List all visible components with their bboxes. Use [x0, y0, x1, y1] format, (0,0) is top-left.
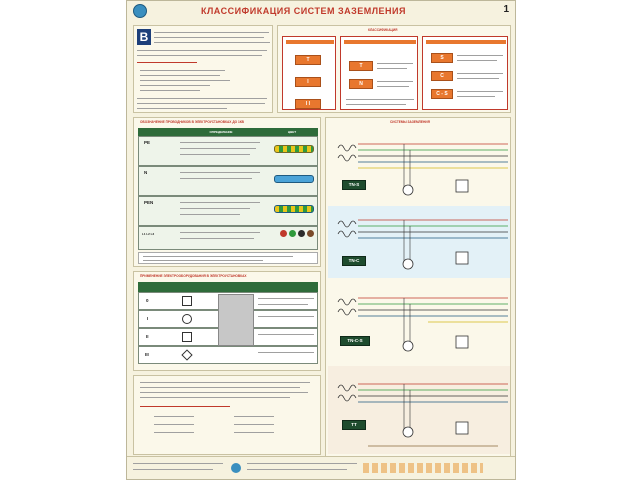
- conductor-code-pen: PEN: [144, 200, 154, 205]
- device-grey-block: [218, 294, 254, 346]
- tt-svg: [337, 383, 508, 447]
- tn-s-diagram: TN-S: [328, 128, 510, 202]
- conductor-col-header-3: ЦВЕТ: [266, 128, 318, 136]
- poster-header: КЛАССИФИКАЦИЯ СИСТЕМ ЗАЗЕМЛЕНИЯ 1: [127, 1, 515, 23]
- badge-tn-s: TN-S: [342, 180, 366, 190]
- tn-s-svg: [337, 143, 508, 196]
- class-col-2: T N: [340, 36, 418, 110]
- publisher-logo-icon: [231, 463, 241, 473]
- tt-diagram: TT: [328, 366, 510, 454]
- poster-footer: [127, 456, 515, 479]
- poster: КЛАССИФИКАЦИЯ СИСТЕМ ЗАЗЕМЛЕНИЯ 1 В КЛАС…: [126, 0, 516, 480]
- badge-tn-c-s: TN-C-S: [340, 336, 370, 346]
- tn-c-s-svg: [337, 297, 508, 352]
- protection-class-0: 0: [146, 298, 149, 303]
- protection-section: ПРИМЕНЕНИЕ ЭЛЕКТРООБОРУДОВАНИЯ В ЭЛЕКТРО…: [133, 271, 321, 371]
- cable-n-icon: [274, 175, 314, 183]
- conductor-code-n: N: [144, 170, 148, 175]
- class-code-6: S: [431, 53, 453, 63]
- conductor-title: ОБОЗНАЧЕНИЕ ПРОВОДНИКОВ В ЭЛЕКТРОУСТАНОВ…: [140, 120, 244, 124]
- badge-tt: TT: [342, 420, 366, 430]
- double-square-icon: [182, 332, 192, 342]
- classification-title: КЛАССИФИКАЦИЯ: [368, 28, 398, 32]
- cable-pen-icon: [274, 205, 314, 213]
- drop-cap: В: [137, 29, 151, 45]
- protection-class-1: I: [147, 316, 149, 321]
- table-row: [138, 346, 318, 364]
- conductor-section: ОБОЗНАЧЕНИЕ ПРОВОДНИКОВ В ЭЛЕКТРОУСТАНОВ…: [133, 117, 321, 267]
- class-code-2: I: [295, 77, 321, 87]
- phase-colors-icon: [280, 230, 314, 238]
- notes-section: [133, 375, 321, 455]
- cable-pe-icon: [274, 145, 314, 153]
- systems-title: СИСТЕМЫ ЗАЗЕМЛЕНИЯ: [390, 120, 430, 124]
- class-code-5: N: [349, 79, 373, 89]
- class-col-3: S C C - S: [422, 36, 508, 110]
- class-code-7: C: [431, 71, 453, 81]
- square-symbol-icon: [182, 296, 192, 306]
- protection-title: ПРИМЕНЕНИЕ ЭЛЕКТРООБОРУДОВАНИЯ В ЭЛЕКТРО…: [140, 274, 247, 278]
- poster-title: КЛАССИФИКАЦИЯ СИСТЕМ ЗАЗЕМЛЕНИЯ: [201, 6, 406, 16]
- class-code-8: C - S: [431, 89, 453, 99]
- class-col-1: T I I I: [282, 36, 336, 110]
- logo-icon: [133, 4, 147, 18]
- tn-c-diagram: TN-C: [328, 206, 510, 278]
- ground-symbol-icon: [182, 314, 192, 324]
- classification-section: КЛАССИФИКАЦИЯ T I I I T N S C C - S: [277, 25, 511, 113]
- tn-c-svg: [337, 219, 508, 270]
- page-number: 1: [503, 4, 509, 15]
- conductor-col-header-2: ОПРЕДЕЛЕНИЕ: [176, 128, 266, 136]
- badge-tn-c: TN-C: [342, 256, 366, 266]
- conductor-col-header-1: [138, 128, 176, 136]
- conductor-code-l: L1 L2 L3: [142, 232, 155, 236]
- class-code-3: I I: [295, 99, 321, 109]
- tn-c-s-diagram: TN-C-S: [328, 282, 510, 362]
- systems-section: СИСТЕМЫ ЗАЗЕМЛЕНИЯ TN-S: [325, 117, 511, 457]
- protection-header: [138, 282, 318, 292]
- protection-class-3: III: [145, 352, 149, 357]
- intro-section: В: [133, 25, 273, 113]
- class-code-1: T: [295, 55, 321, 65]
- logo-text: [148, 5, 193, 15]
- publisher-watermark: [363, 463, 483, 473]
- conductor-code-pe: PE: [144, 140, 151, 145]
- protection-class-2: II: [146, 334, 149, 339]
- conductor-note: [138, 252, 318, 264]
- class-code-4: T: [349, 61, 373, 71]
